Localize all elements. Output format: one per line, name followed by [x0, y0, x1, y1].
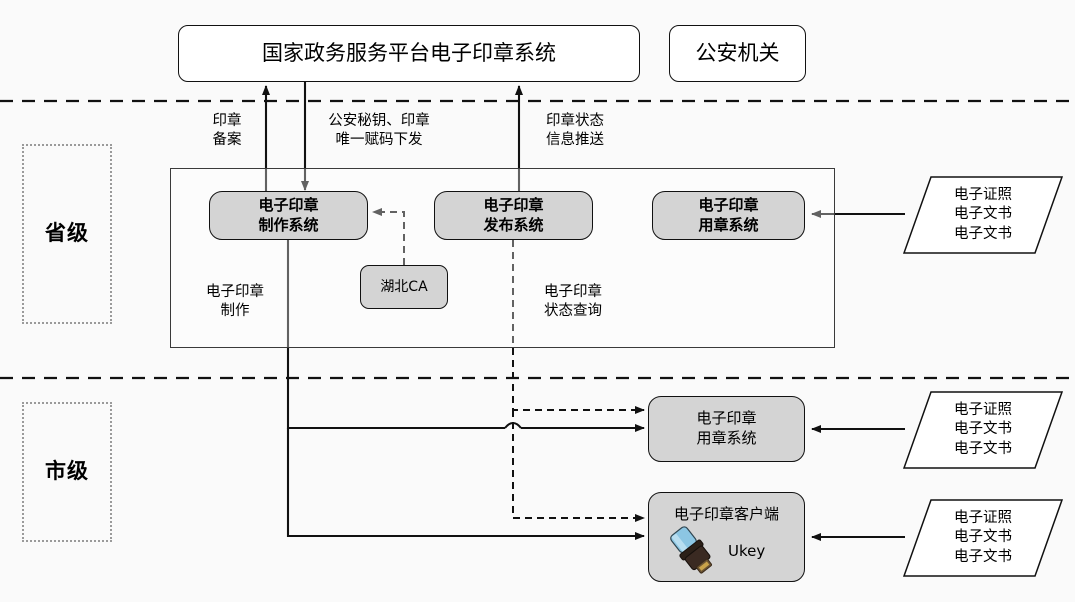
node-hubei-ca-label: 湖北CA [380, 278, 428, 295]
node-province-use-system[interactable]: 电子印章 用章系统 [652, 191, 805, 240]
node-province-publish-system-label: 电子印章 发布系统 [483, 195, 544, 234]
node-province-publish-system[interactable]: 电子印章 发布系统 [434, 191, 593, 240]
doc-city-use-label: 电子证照 电子文书 电子文书 [954, 401, 1012, 457]
arrow-ca-to-make [372, 208, 405, 265]
flow-label-seal-status-query: 电子印章 状态查询 [544, 284, 602, 320]
doc-client-label: 电子证照 电子文书 电子文书 [954, 509, 1012, 565]
doc-province: 电子证照 电子文书 电子文书 [903, 176, 1063, 254]
node-public-security-label: 公安机关 [695, 40, 780, 65]
level-tag-city-label: 市级 [45, 459, 89, 484]
arrow-publish-to-client [512, 410, 645, 522]
flow-label-seal-make: 电子印章 制作 [206, 284, 264, 320]
node-province-make-system-label: 电子印章 制作系统 [258, 195, 319, 234]
doc-province-shape [903, 176, 1063, 254]
node-national-platform-label: 国家政务服务平台电子印章系统 [262, 40, 556, 65]
doc-city-use: 电子证照 电子文书 电子文书 [903, 391, 1063, 469]
doc-client: 电子证照 电子文书 电子文书 [903, 499, 1063, 577]
node-province-use-system-label: 电子印章 用章系统 [698, 195, 759, 234]
node-hubei-ca[interactable]: 湖北CA [360, 265, 448, 309]
flow-label-key-issue: 公安秘钥、印章 唯一赋码下发 [328, 113, 430, 149]
node-city-use-system-label: 电子印章 用章系统 [696, 409, 757, 447]
level-tag-city: 市级 [22, 402, 112, 542]
ukey-icon [670, 526, 712, 574]
ukey-label: Ukey [728, 542, 766, 560]
node-national-platform[interactable]: 国家政务服务平台电子印章系统 [178, 25, 640, 82]
level-tag-province: 省级 [22, 144, 112, 324]
arrow-make-to-client [286, 428, 645, 540]
node-province-make-system[interactable]: 电子印章 制作系统 [209, 191, 368, 240]
doc-city-use-shape [903, 391, 1063, 469]
node-city-use-system[interactable]: 电子印章 用章系统 [648, 396, 805, 462]
ukey-group: Ukey [662, 525, 765, 577]
level-tag-province-label: 省级 [45, 221, 89, 246]
flow-label-status-push: 印章状态 信息推送 [546, 113, 604, 149]
node-seal-client-label: 电子印章客户端 [673, 505, 779, 523]
node-seal-client[interactable]: 电子印章客户端 [648, 492, 805, 582]
doc-client-shape [903, 499, 1063, 577]
node-public-security[interactable]: 公安机关 [669, 25, 806, 82]
flow-label-seal-record: 印章 备案 [212, 113, 242, 149]
doc-province-label: 电子证照 电子文书 电子文书 [954, 186, 1012, 242]
